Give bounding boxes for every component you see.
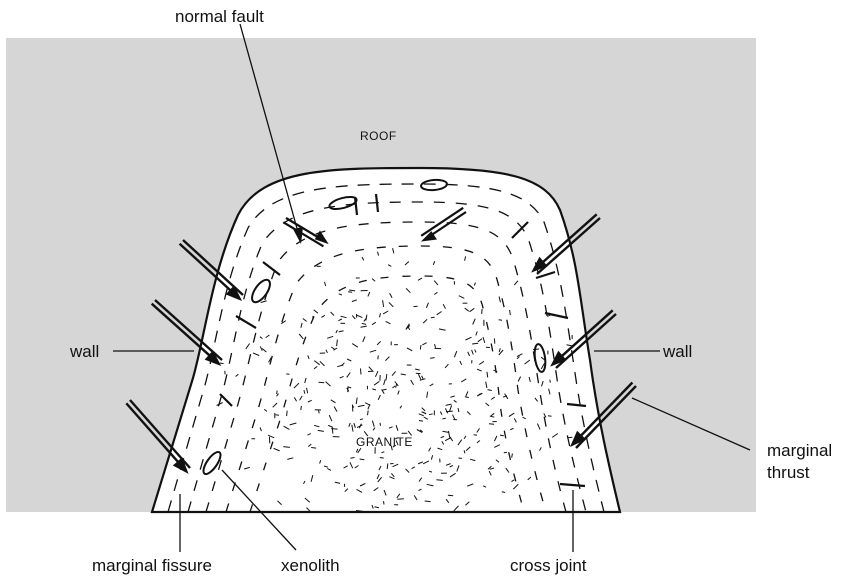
granite-texture-dash <box>512 454 513 458</box>
granite-texture-dash <box>287 411 288 416</box>
granite-texture-dash <box>397 499 404 500</box>
granite-texture-dash <box>510 310 511 315</box>
granite-texture-dash <box>489 424 494 425</box>
granite-texture-dash <box>384 501 385 504</box>
marginal-thrust-label-line2: thrust <box>767 463 810 482</box>
granite-texture-dash <box>368 411 369 416</box>
wall-left-label: wall <box>69 342 99 361</box>
granite-texture-dash <box>311 448 316 449</box>
granite-texture-dash <box>419 421 423 422</box>
granite-texture-dash <box>430 358 434 359</box>
granite-texture-dash <box>380 423 381 426</box>
granite-texture-dash <box>319 382 325 383</box>
normal-fault-label: normal fault <box>175 7 264 26</box>
granite-texture-dash <box>500 435 504 436</box>
wall-right-label: wall <box>662 342 692 361</box>
granite-texture-dash <box>502 492 505 493</box>
marginal-fissure-label: marginal fissure <box>92 556 212 575</box>
marginal-thrust-label-line1: marginal <box>767 441 832 460</box>
granite-texture-dash <box>425 501 431 502</box>
granite-texture-dash <box>220 363 224 364</box>
granite-texture-dash <box>301 406 302 410</box>
roof-label: ROOF <box>360 129 397 143</box>
granite-texture-dash <box>361 368 362 374</box>
granite-texture-dash <box>380 458 384 459</box>
granite-texture-dash <box>465 397 469 398</box>
granite-texture-dash <box>436 480 442 481</box>
granite-texture-dash <box>448 495 453 496</box>
granite-texture-dash <box>472 343 478 344</box>
granite-texture-dash <box>331 429 337 430</box>
granite-texture-dash <box>387 463 388 469</box>
granite-texture-dash <box>548 416 552 417</box>
granite-texture-dash <box>332 427 333 434</box>
granite-texture-dash <box>499 320 502 321</box>
granite-texture-dash <box>350 458 354 459</box>
xenolith-label: xenolith <box>281 556 340 575</box>
granite-label: GRANITE <box>356 435 413 449</box>
granite-texture-dash <box>487 372 488 378</box>
granite-texture-dash <box>446 411 453 412</box>
granite-texture-dash <box>420 345 421 350</box>
cross-joint-label: cross joint <box>510 556 587 575</box>
granite-texture-dash <box>378 356 379 360</box>
granite-texture-dash <box>550 380 551 383</box>
granite-texture-dash <box>431 317 435 318</box>
granite-texture-dash <box>348 292 352 293</box>
granite-texture-dash <box>443 418 446 419</box>
